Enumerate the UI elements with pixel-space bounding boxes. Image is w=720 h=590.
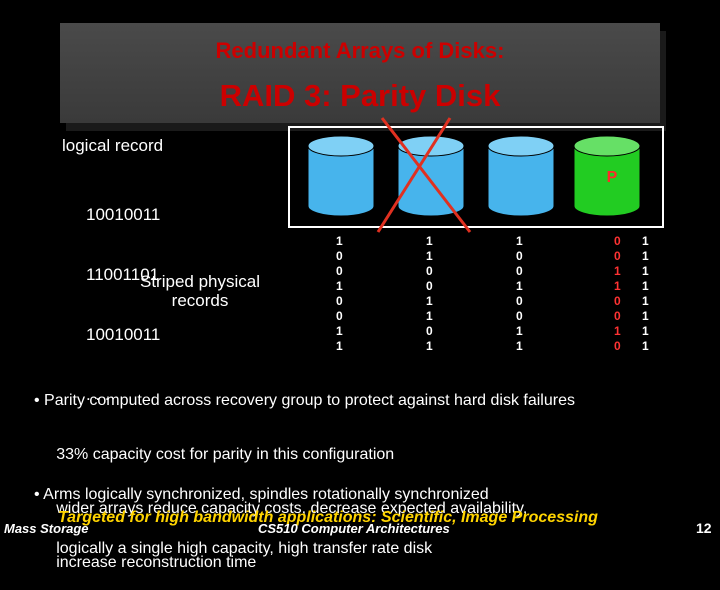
bit-column-parity: 1 1 1 1 1 1 1 1 <box>642 234 649 354</box>
bit: 0 <box>516 309 523 323</box>
bit-column-disk1: 1 0 0 1 0 0 1 1 <box>336 234 343 354</box>
bit: 0 <box>614 234 621 248</box>
bit: 1 <box>614 324 621 338</box>
striped-records-label: Striped physical records <box>140 272 261 310</box>
bit: 1 <box>336 339 343 353</box>
bit: 0 <box>336 249 343 263</box>
bit: 1 <box>516 339 523 353</box>
disk-array-box <box>288 126 664 228</box>
bit: 0 <box>614 339 621 353</box>
bit: 0 <box>614 309 621 323</box>
footer-course-name: CS510 Computer Architectures <box>258 521 450 536</box>
bit: 1 <box>642 234 649 248</box>
bit: 1 <box>642 264 649 278</box>
disk-icon <box>487 135 555 217</box>
bit: 1 <box>614 279 621 293</box>
targeted-note: Targeted for high bandwidth applications… <box>58 509 598 526</box>
logical-record-label: logical record <box>62 136 164 155</box>
bit: 0 <box>614 249 621 263</box>
bullet-line: 33% capacity cost for parity in this con… <box>34 446 395 463</box>
bit: 0 <box>426 324 433 338</box>
bit: 1 <box>642 294 649 308</box>
bit: 1 <box>336 234 343 248</box>
bit: 1 <box>426 294 433 308</box>
logical-record-bits: 10010011 11001101 10010011 . . . <box>86 165 160 425</box>
slide-subtitle: Redundant Arrays of Disks: <box>215 38 505 63</box>
bullet-line: • Arms logically synchronized, spindles … <box>34 486 489 503</box>
bit: 1 <box>614 264 621 278</box>
bit: 1 <box>642 279 649 293</box>
parity-label: P <box>607 169 618 186</box>
disk-icon <box>307 135 375 217</box>
bit-column-disk3: 1 0 0 1 0 0 1 1 <box>516 234 523 354</box>
bit: 0 <box>516 264 523 278</box>
bit: 1 <box>426 249 433 263</box>
bit: 0 <box>426 264 433 278</box>
bit: 0 <box>426 279 433 293</box>
slide-title: RAID 3: Parity Disk <box>219 78 501 113</box>
bit: 0 <box>336 309 343 323</box>
bit: 1 <box>426 339 433 353</box>
bits-row: 11001101 <box>86 265 160 284</box>
bullet-line: • Parity computed across recovery group … <box>34 392 575 409</box>
bit: 0 <box>336 294 343 308</box>
bits-row: 10010011 <box>86 325 161 344</box>
bit: 1 <box>426 234 433 248</box>
disk-diagram: P <box>307 117 641 233</box>
bit-column-parity-red: 0 0 1 1 0 0 1 0 <box>614 234 621 354</box>
bits-row: . . . <box>86 385 110 404</box>
bullet-line: logically a single high capacity, high t… <box>34 540 433 557</box>
bit: 1 <box>516 279 523 293</box>
bullet-line: wider arrays reduce capacity costs, decr… <box>34 500 528 517</box>
bit: 1 <box>336 324 343 338</box>
bit: 1 <box>516 234 523 248</box>
bit: 1 <box>426 309 433 323</box>
bit: 1 <box>642 249 649 263</box>
page-number: 12 <box>696 520 712 536</box>
bit: 0 <box>516 294 523 308</box>
bit: 1 <box>642 324 649 338</box>
bit: 1 <box>642 339 649 353</box>
bit: 1 <box>642 309 649 323</box>
bit: 0 <box>516 249 523 263</box>
bit: 1 <box>336 279 343 293</box>
failure-cross-icon <box>376 117 472 233</box>
bit-column-disk2: 1 1 0 0 1 1 0 1 <box>426 234 433 354</box>
bit: 1 <box>516 324 523 338</box>
bit: 0 <box>336 264 343 278</box>
parity-disk-icon: P <box>573 135 641 217</box>
title-bar <box>60 23 660 123</box>
bits-row: 10010011 <box>86 205 161 224</box>
footer-course-topic: Mass Storage <box>4 521 89 536</box>
bit: 0 <box>614 294 621 308</box>
